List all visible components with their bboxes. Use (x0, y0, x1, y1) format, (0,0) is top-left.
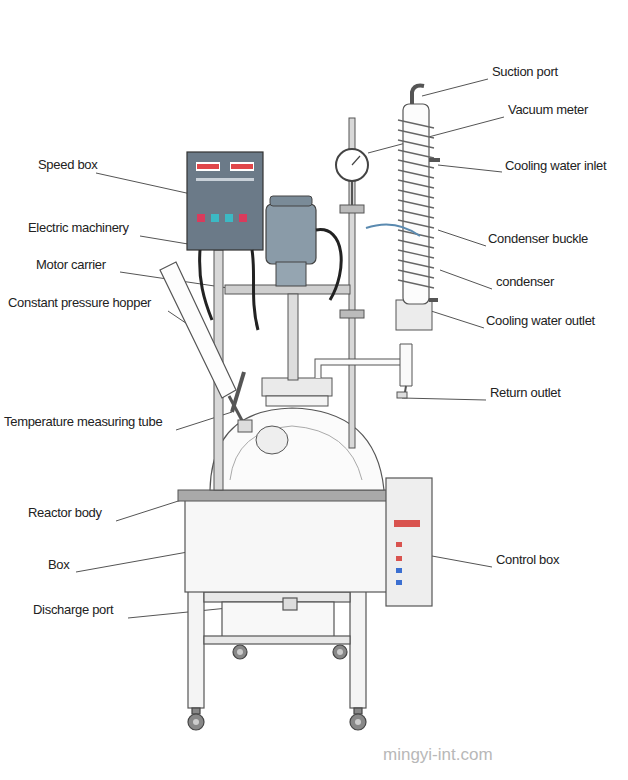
part-label: Temperature measuring tube (4, 414, 162, 430)
part-label: Cooling water outlet (486, 313, 595, 329)
part-label: Reactor body (28, 505, 102, 521)
part-label: Control box (496, 552, 559, 568)
part-label: Speed box (38, 157, 97, 173)
part-label: Vacuum meter (508, 102, 588, 118)
part-label: Return outlet (490, 385, 561, 401)
watermark: mingyi-int.com (383, 747, 493, 763)
part-label: condenser (496, 274, 554, 290)
part-label: Motor carrier (36, 257, 106, 273)
part-label: Suction port (492, 64, 558, 80)
part-label: Discharge port (33, 602, 113, 618)
part-label: Electric machinery (28, 220, 129, 236)
part-label: Constant pressure hopper (8, 295, 151, 311)
part-label: Cooling water inlet (505, 158, 606, 174)
part-label: Box (48, 557, 70, 573)
part-label: Condenser buckle (488, 231, 588, 247)
